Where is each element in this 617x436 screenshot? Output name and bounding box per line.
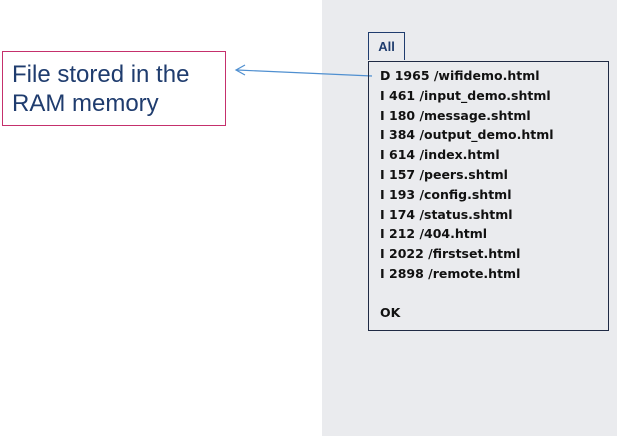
file-list-item: I 180 /message.shtml [380,107,531,123]
file-list-item: I 174 /status.shtml [380,206,513,222]
annotation-callout: File stored in the RAM memory [2,51,226,126]
arrow-head [234,64,246,76]
file-list-item: I 212 /404.html [380,226,488,242]
file-list-item: I 614 /index.html [380,147,500,163]
file-list-item: I 2898 /remote.html [380,265,521,281]
tab-all[interactable]: All [368,32,405,60]
file-list-item: I 157 /peers.shtml [380,166,508,182]
file-list-item: I 2022 /firstset.html [380,246,521,262]
file-list-panel [368,61,609,331]
callout-line-1: File stored in the [12,61,190,88]
file-list: D 1965 /wifidemo.html I 461 /input_demo.… [380,66,554,284]
file-list-item: I 193 /config.shtml [380,186,512,202]
status-ok: OK [380,305,401,320]
file-list-item: I 461 /input_demo.shtml [380,87,551,103]
callout-line-2: RAM memory [12,90,159,117]
file-list-item: D 1965 /wifidemo.html [380,68,540,83]
file-list-item: I 384 /output_demo.html [380,127,554,143]
